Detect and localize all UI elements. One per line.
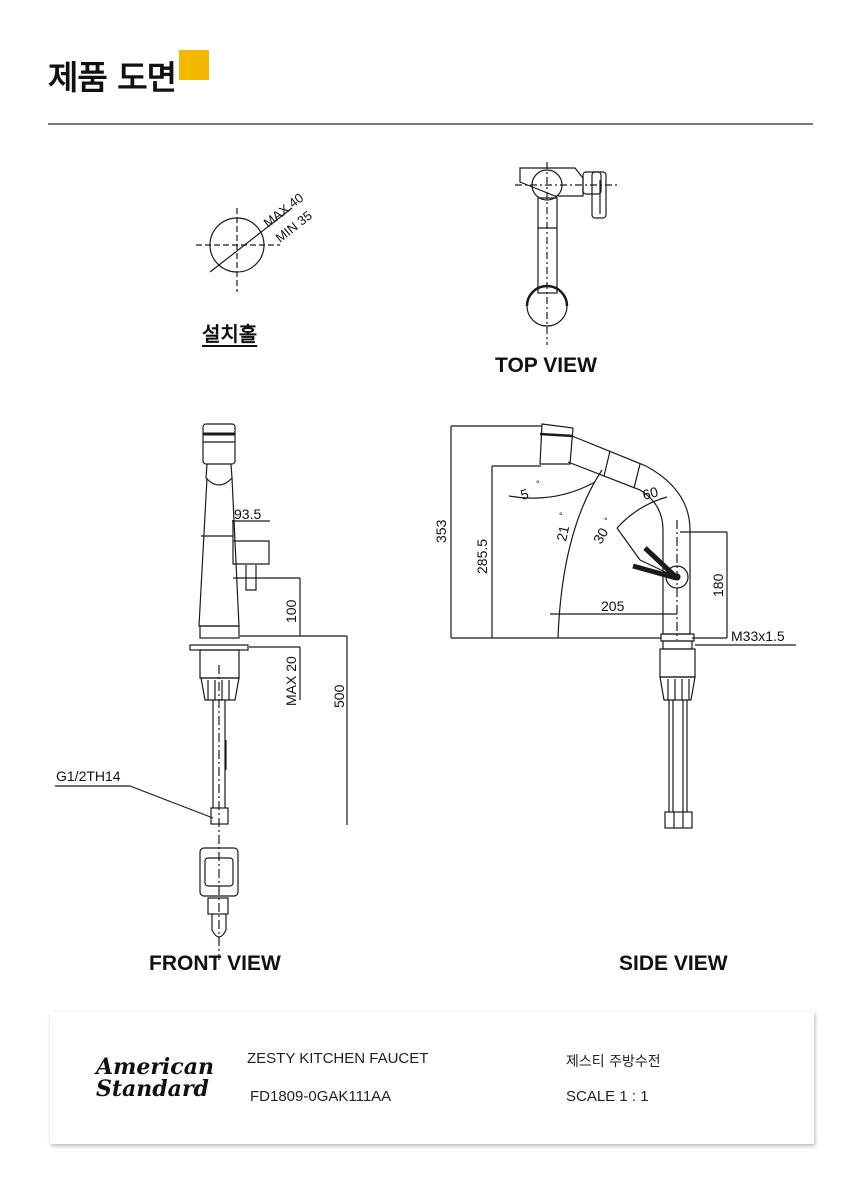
model-code: FD1809-0GAK111AA [250,1088,392,1105]
install-hole-title: 설치홀 [202,322,258,346]
angle-30-label: 30 [590,525,612,547]
angle-60-label: 60 [641,483,660,503]
scale-label: SCALE 1 : 1 [566,1088,649,1105]
header: 제품 도면 [48,50,209,106]
side-view-drawing [450,423,796,829]
header-divider [48,123,813,125]
brand-logo: American Standard [96,1056,214,1100]
title-accent-block [179,50,209,80]
dim-height-label: 100 [283,599,299,623]
top-view-title: TOP VIEW [495,354,597,377]
brand-line-2: Standard [96,1076,209,1102]
dim-spout-height-label: 285.5 [474,539,490,574]
dim-thread-label: G1/2TH14 [56,768,121,784]
front-view-title: FRONT VIEW [149,952,281,975]
title-block: American Standard ZESTY KITCHEN FAUCET F… [50,1012,814,1144]
dim-total-height-label: 353 [433,519,449,543]
product-name-en: ZESTY KITCHEN FAUCET [247,1050,429,1067]
dim-width-label: 93.5 [234,506,261,522]
dim-total-label: 500 [331,684,347,708]
top-view-drawing [515,162,618,345]
product-name-kr: 제스티 주방수전 [566,1054,661,1070]
install-hole-diagram [196,207,293,292]
dim-mount-thread-label: M33x1.5 [731,628,785,644]
page-title: 제품 도면 [48,58,177,97]
dim-handle-height-label: 180 [710,573,726,597]
brand-line-1: American [96,1054,214,1080]
angle-5-label: 5 [519,485,531,503]
side-view-title: SIDE VIEW [619,952,728,975]
dim-max-deck-label: MAX 20 [283,656,299,706]
angle-21-label: 21 [553,524,572,543]
angle-5-degree: ° [536,479,540,489]
front-view-drawing [55,423,348,960]
angle-30-degree: ° [604,516,608,526]
dim-reach-label: 205 [601,598,625,614]
angle-21-degree: ° [559,511,563,521]
